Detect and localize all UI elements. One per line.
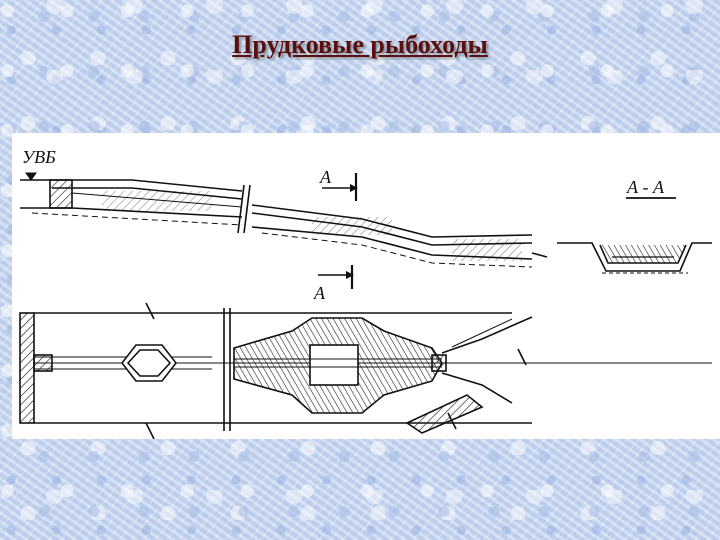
longitudinal-profile (20, 172, 548, 289)
slide-title: Прудковые рыбоходы (232, 30, 488, 59)
section-mark-lower: А (313, 283, 326, 303)
section-mark-upper: А (319, 167, 332, 187)
fishway-drawing-svg: УВБ А А А - А (19, 147, 712, 439)
section-title: А - А (626, 177, 665, 197)
fishway-drawing: УВБ А А А - А (12, 133, 720, 439)
cross-section (557, 197, 712, 274)
plan-view (19, 302, 712, 439)
headwater-level-label: УВБ (22, 147, 56, 167)
water-level-marker-icon (25, 172, 37, 181)
